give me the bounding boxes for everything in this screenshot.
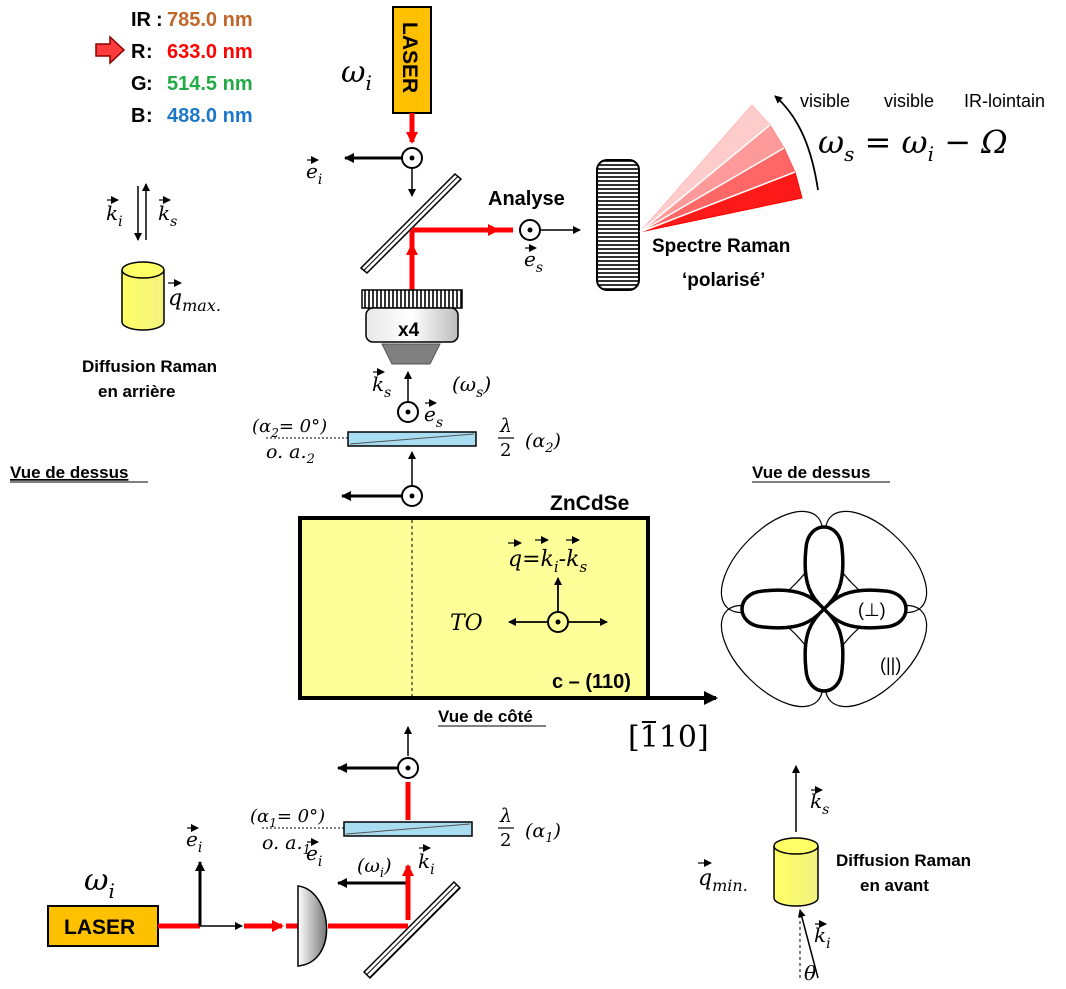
wavelength-label-g: G [131, 73, 147, 95]
back-scatter-illustration: ki ks qmax. [106, 183, 221, 331]
wavelength-legend: IR : 785.0 nm R : 633.0 nm G : 514.5 nm … [95, 9, 253, 127]
analyse-label: Analyse [488, 188, 565, 210]
forward-scatter-line2: en avant [860, 876, 929, 895]
top-laser-box [392, 6, 432, 114]
grating-icon [596, 159, 640, 291]
crystal-face: c – (110) [552, 671, 631, 693]
wavelength-label-r: R [131, 41, 146, 63]
theta-label: θ [804, 961, 816, 985]
ks-label-back: ks [158, 201, 177, 230]
selected-wavelength-arrow-icon [95, 35, 126, 65]
top-laser-omega: ωi [341, 55, 372, 95]
ki-label-back: ki [106, 201, 123, 230]
back-scatter-line2: en arrière [98, 382, 176, 401]
waveplate-bottom-half: 2 [500, 830, 511, 851]
colon-b: : [146, 105, 153, 127]
waveplate-top-alpha: (α2= 0°) [252, 416, 327, 440]
waveplate-bottom-lambda: λ [499, 805, 512, 827]
waveplate-top-half: 2 [500, 440, 511, 461]
ki-label-forward: ki [814, 923, 831, 952]
waveplate-bottom-angle: (α1) [525, 820, 561, 846]
bottom-laser: LASER ωi [47, 863, 159, 947]
spectrum-title-line2: ‘polarisé’ [682, 270, 765, 291]
waveplate-top-oa: o. a.2 [266, 441, 315, 467]
wavelength-value-ir: 785.0 nm [167, 9, 253, 31]
polarization-above-crystal [341, 485, 423, 507]
polar-para-label: (||) [880, 655, 901, 675]
spectrum-title-line1: Spectre Raman [652, 236, 790, 257]
ks-label-top: ks [372, 372, 391, 401]
analyser-polarization: es [519, 219, 543, 276]
ks-label-forward: ks [810, 789, 829, 818]
bottom-optics [337, 726, 419, 820]
colon-r: : [146, 41, 153, 63]
polar-perp-label: (⊥) [858, 600, 886, 620]
crystal-material: ZnCdSe [550, 492, 629, 515]
wavelength-value-r: 633.0 nm [167, 41, 253, 63]
es-label-analyser: es [524, 247, 543, 276]
ei-label-top: ei [306, 159, 322, 188]
spectrum-fan [639, 95, 819, 233]
focusing-lens [297, 885, 328, 967]
beam-splitter [359, 172, 463, 275]
wavelength-row-ir: IR : 785.0 nm [131, 9, 253, 31]
top-laser: LASER ωi [341, 6, 432, 144]
bottom-laser-omega: ωi [84, 863, 115, 903]
view-label-top-right: Vue de dessus [752, 463, 870, 482]
colon-g: : [146, 73, 153, 95]
ei-label-bottom: ei [306, 841, 322, 870]
forward-scatter-line1: Diffusion Raman [836, 851, 971, 870]
waveplate-bottom-alpha: (α1= 0°) [250, 806, 325, 830]
bottom-laser-label: LASER [64, 916, 135, 939]
wavelength-row-r: R : 633.0 nm [131, 41, 253, 63]
waveplate-top-lambda: λ [499, 415, 512, 437]
view-label-side: Vue de côté [438, 707, 533, 726]
to-mode-label: TO [450, 611, 483, 636]
polar-pattern: (⊥) (||) [720, 510, 928, 708]
band-label-ir-lointain: IR-lointain [964, 91, 1045, 111]
wavelength-label-ir: IR [131, 9, 152, 31]
top-incident-polarization: ei [306, 147, 423, 197]
q-equation: q=ki-ks [508, 547, 587, 576]
wavelength-row-g: G : 514.5 nm [131, 73, 253, 95]
forward-scatter-illustration: ks qmin. ki θ [698, 765, 831, 985]
spectrum-formula: ωs = ωi − Ω [818, 123, 1008, 166]
waveplate-bottom-oa: o. a.1 [262, 832, 311, 858]
wavelength-value-b: 488.0 nm [167, 105, 253, 127]
direction-label: [110] [628, 720, 709, 755]
es-label-top: es [424, 402, 443, 431]
incident-wave-labels: (ωi) ki ei [306, 838, 435, 920]
qmin-label: qmin. [698, 866, 748, 895]
objective-lens: x4 [361, 289, 463, 365]
waveplate-top-angle: (α2) [525, 430, 561, 456]
scattered-wave-vectors: ks es (ωs) [372, 368, 491, 431]
ei-label-laser: ei [186, 827, 202, 856]
omega-s-label: (ωs) [452, 372, 491, 401]
waveplate-top: (α2= 0°) o. a.2 λ 2 (α2) [252, 415, 561, 490]
crystal-sample: ZnCdSe c – (110) q=ki-ks TO [298, 492, 650, 700]
colon-ir: : [156, 9, 163, 31]
waveplate-bottom: (α1= 0°) o. a.1 λ 2 (α1) [250, 805, 561, 858]
collection-beam [406, 224, 581, 290]
band-label-visible-2: visible [884, 91, 934, 111]
wavelength-value-g: 514.5 nm [167, 73, 253, 95]
back-scatter-line1: Diffusion Raman [82, 357, 217, 376]
omega-i-label: (ωi) [357, 855, 392, 881]
wavelength-row-b: B : 488.0 nm [131, 105, 253, 127]
bottom-incident-beam: ei [158, 824, 408, 932]
wavelength-label-b: B [131, 105, 145, 127]
objective-magnification: x4 [398, 320, 420, 341]
ki-label-bottom: ki [418, 849, 435, 878]
view-label-top-left: Vue de dessus [10, 463, 128, 482]
bottom-mirror [362, 880, 462, 980]
band-label-visible-1: visible [800, 91, 850, 111]
top-laser-label: LASER [398, 22, 421, 93]
qmax-label: qmax. [168, 286, 221, 315]
